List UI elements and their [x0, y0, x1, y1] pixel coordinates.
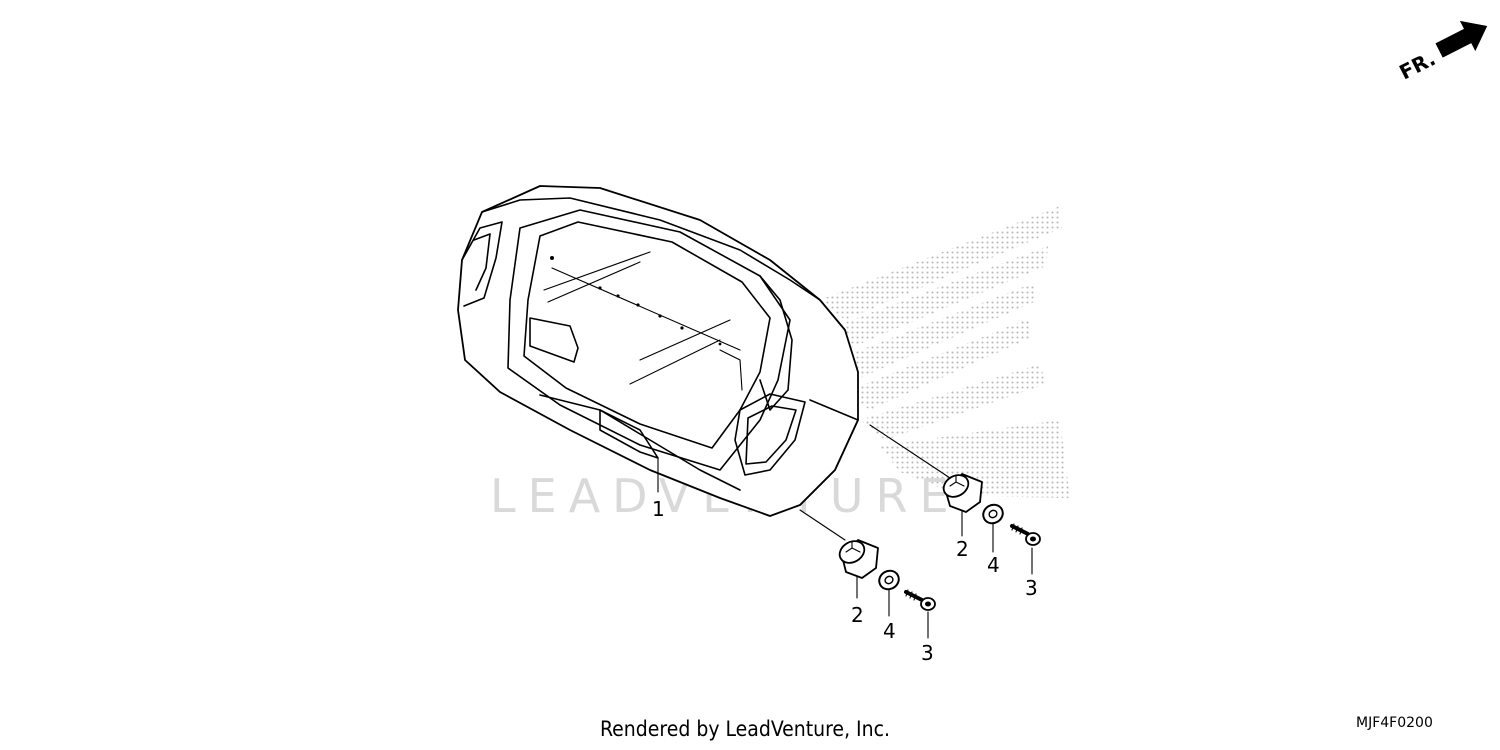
meter-assembly	[457, 185, 859, 517]
washer-right	[982, 503, 1004, 525]
front-direction-arrow-icon	[1435, 20, 1488, 58]
wing-logo-watermark-icon	[730, 206, 1070, 498]
callout-3-left: 3	[921, 641, 934, 665]
washer-left	[878, 569, 900, 591]
footer-credit: Rendered by LeadVenture, Inc.	[600, 717, 890, 741]
callout-4-left: 4	[883, 619, 896, 643]
screw-left	[904, 589, 936, 611]
diagram-code: MJF4F0200	[1356, 715, 1433, 731]
scale-ticks	[550, 256, 722, 346]
direction-label: FR.	[1395, 46, 1439, 84]
grommet-left	[838, 539, 879, 579]
callout-1: 1	[652, 497, 665, 521]
screw-right	[1010, 523, 1041, 546]
callout-4-right: 4	[987, 553, 1000, 577]
callout-2-left: 2	[851, 603, 864, 627]
callout-3-right: 3	[1025, 576, 1038, 600]
grommet-right	[942, 473, 983, 513]
callout-2-right: 2	[956, 537, 969, 561]
